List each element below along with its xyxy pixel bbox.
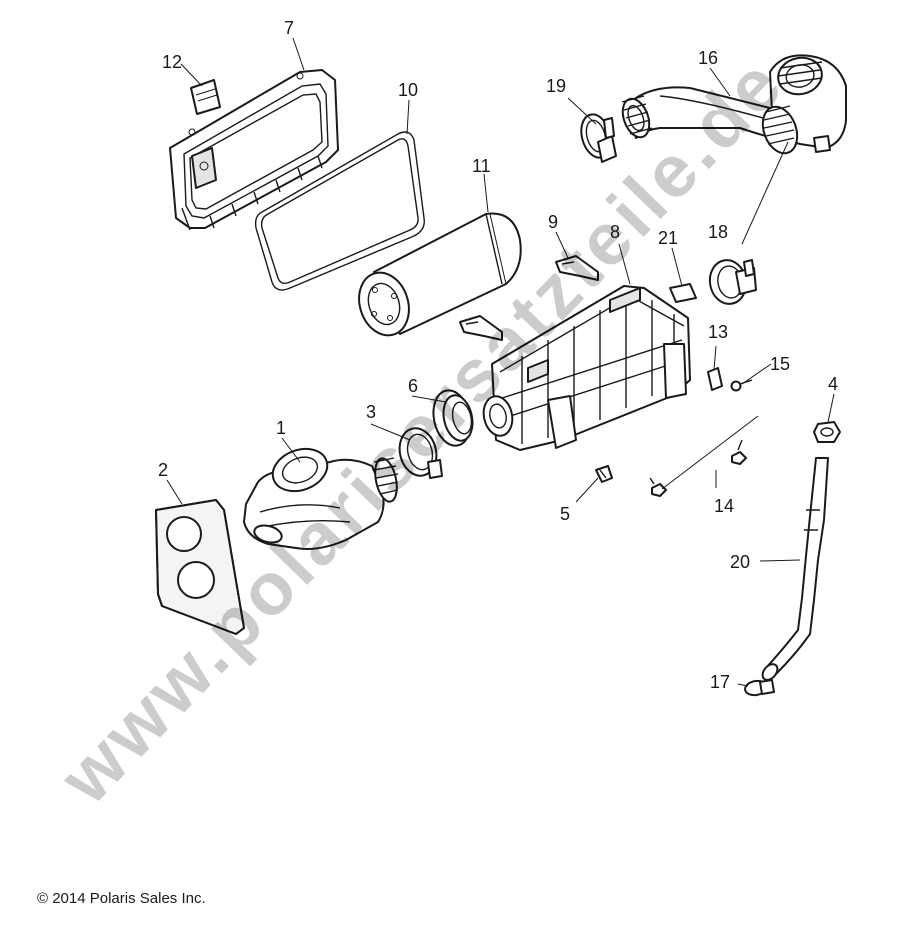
- leader-lines: [166, 37, 835, 687]
- callout-15: 15: [770, 354, 790, 374]
- part-7-airbox-cover: [169, 69, 339, 231]
- callout-18: 18: [708, 222, 728, 242]
- part-3-hose-clamp: [398, 427, 443, 479]
- part-11-air-filter: [358, 212, 522, 337]
- callout-21: 21: [658, 228, 678, 248]
- callout-labels: 12 7 10 11 9 8 21 19 16 18 13 15 4 14 5 …: [158, 18, 838, 692]
- part-4-cap: [813, 421, 841, 443]
- part-16-intake-duct: [621, 54, 847, 155]
- part-5-fastener: [595, 465, 613, 483]
- callout-19: 19: [546, 76, 566, 96]
- part-15-screw: [730, 379, 753, 392]
- callout-4: 4: [828, 374, 838, 394]
- part-9-mount-brackets: [459, 255, 599, 341]
- callout-10: 10: [398, 80, 418, 100]
- callout-3: 3: [366, 402, 376, 422]
- callout-20: 20: [730, 552, 750, 572]
- callout-9: 9: [548, 212, 558, 232]
- copyright-notice: © 2014 Polaris Sales Inc.: [37, 890, 206, 907]
- callout-13: 13: [708, 322, 728, 342]
- callout-14: 14: [714, 496, 734, 516]
- callout-17: 17: [710, 672, 730, 692]
- part-6-seal-ring: [432, 389, 474, 447]
- part-12-label-sticker: [190, 79, 221, 115]
- callout-12: 12: [162, 52, 182, 72]
- part-2-shield-plate: [155, 499, 245, 635]
- callout-16: 16: [698, 48, 718, 68]
- callout-5: 5: [560, 504, 570, 524]
- part-21-label: [669, 283, 697, 303]
- watermark-text: www.polarisersatzteile.de: [43, 41, 799, 820]
- callout-6: 6: [408, 376, 418, 396]
- part-10-cover-gasket: [254, 131, 425, 291]
- callout-1: 1: [276, 418, 286, 438]
- part-20-drain-tube: [761, 457, 829, 681]
- part-1-outlet-boot: [243, 447, 399, 550]
- callout-7: 7: [284, 18, 294, 38]
- callout-2: 2: [158, 460, 168, 480]
- part-18-hose-clamp: [708, 259, 757, 305]
- part-19-hose-clamp: [580, 113, 617, 163]
- part-14-screws: [649, 439, 747, 497]
- part-13-clip: [707, 367, 723, 391]
- part-8-airbox-housing: [482, 285, 691, 451]
- callout-8: 8: [610, 222, 620, 242]
- callout-11: 11: [472, 156, 491, 176]
- part-17-clamp: [744, 679, 775, 697]
